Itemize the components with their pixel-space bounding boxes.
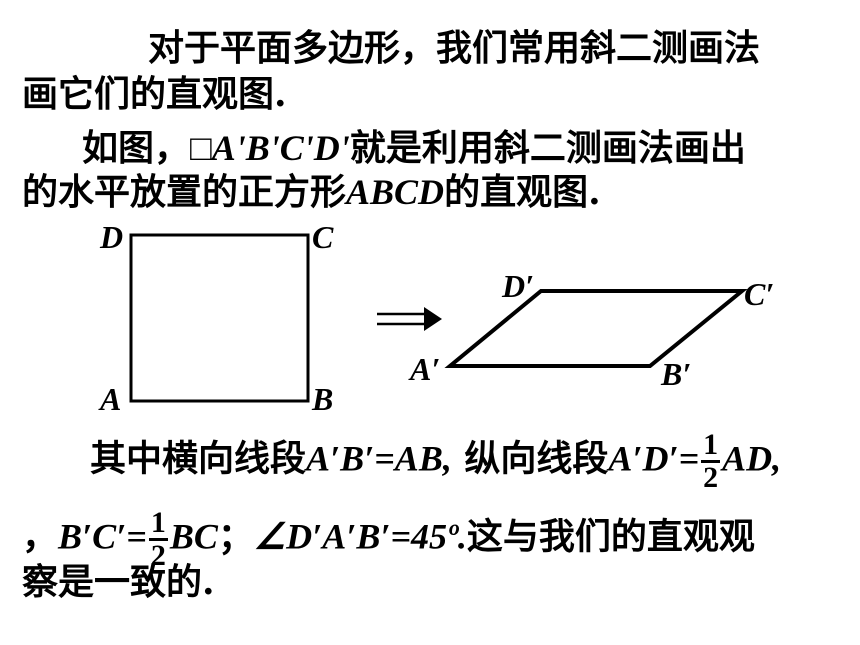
example-mid: 就是利用斜二测画法画出 xyxy=(349,127,746,169)
parallelogram-vertex-a: A′ xyxy=(408,351,440,387)
fraction-denominator: 2 xyxy=(703,461,719,494)
implies-arrow-icon xyxy=(377,307,442,331)
square-vertex-c: C xyxy=(312,219,334,255)
conclusion-l2-prefix: ， xyxy=(22,515,59,558)
parallelogram-label: □A'B'C'D' xyxy=(190,128,350,168)
fraction-numerator-2: 1 xyxy=(148,506,168,541)
conclusion-l1-mid: 纵向线段 xyxy=(451,437,609,480)
equation-ad-rhs: AD, xyxy=(722,438,782,479)
equation-ad-lhs: A′D′= xyxy=(608,438,700,479)
square-vertex-b: B xyxy=(311,381,333,417)
parallelogram-abcd-prime xyxy=(444,289,748,368)
intro-line-1: 对于平面多边形，我们常用斜二测画法 xyxy=(148,27,761,69)
example-prefix: 如图， xyxy=(82,127,191,169)
conclusion-l2-sep: ； xyxy=(217,515,254,558)
parallelogram-vertex-c: C′ xyxy=(744,276,774,312)
conclusion-line-3: 察是一致的. xyxy=(22,561,215,603)
equation-bc-rhs: BC xyxy=(169,516,218,557)
conclusion-l2-suffix: 这与我们的直观观 xyxy=(466,515,755,558)
square-label: ABCD xyxy=(346,172,445,212)
example-line-2: 的水平放置的正方形ABCD的直观图. xyxy=(22,172,601,212)
square-abcd xyxy=(129,233,310,403)
equation-ab: A′B′=AB, xyxy=(306,438,452,479)
example-line2-suffix: 的直观图. xyxy=(444,171,601,213)
square-vertex-d: D xyxy=(99,219,123,255)
equation-bc-lhs: B′C′= xyxy=(58,516,147,557)
conclusion-l1-prefix: 其中横向线段 xyxy=(90,437,307,480)
fraction-denominator-2: 2 xyxy=(150,539,166,572)
example-line-1: 如图，□A'B'C'D'就是利用斜二测画法画出 xyxy=(82,128,746,168)
intro-line-2: 画它们的直观图. xyxy=(22,73,287,115)
parallelogram-vertex-d: D′ xyxy=(501,268,534,304)
square-vertex-a: A xyxy=(98,381,121,417)
angle-equation: ∠D′A′B′=45º. xyxy=(253,516,467,557)
fraction-numerator: 1 xyxy=(701,428,721,463)
parallelogram-vertex-b: B′ xyxy=(660,356,691,392)
example-line2-prefix: 的水平放置的正方形 xyxy=(22,171,347,213)
